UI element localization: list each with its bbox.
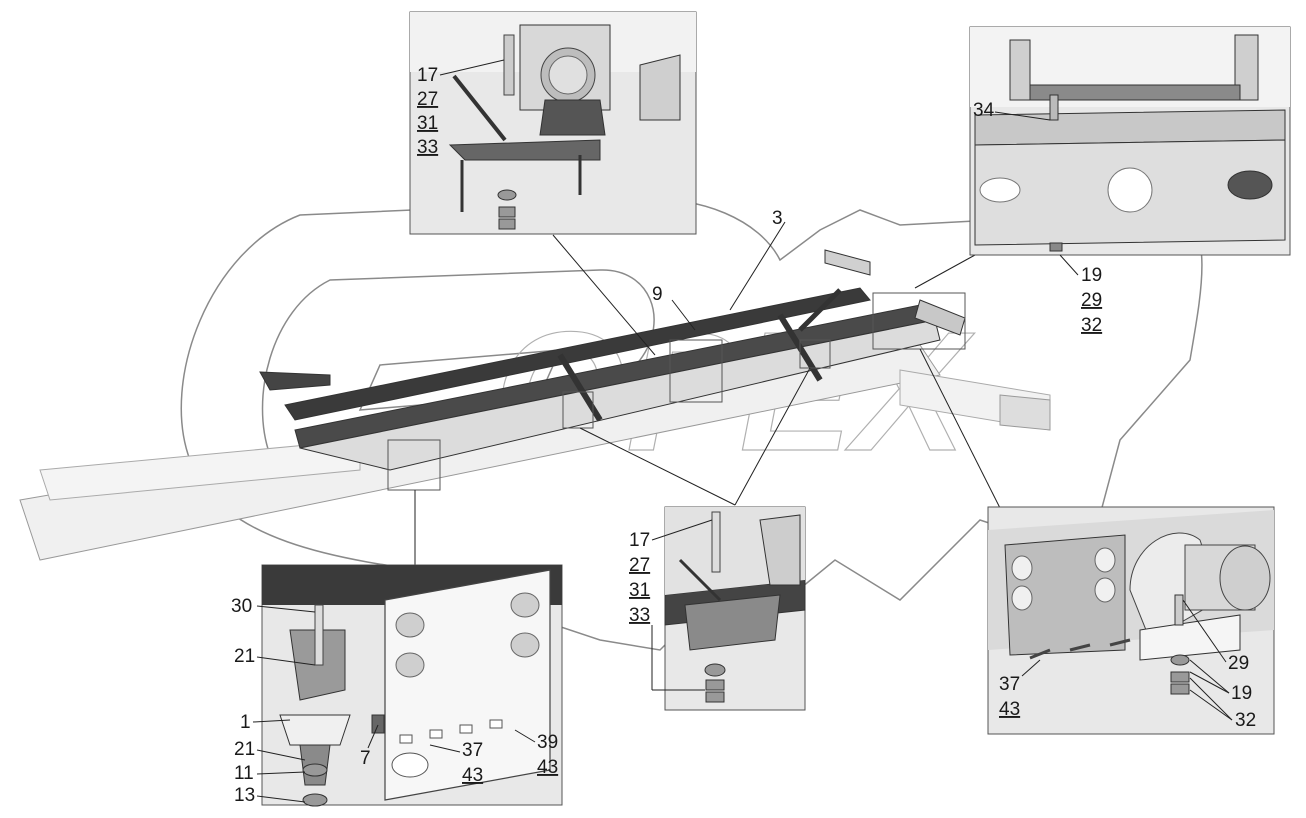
tr-label-34: 34: [973, 100, 995, 121]
bl-label-7: 7: [360, 748, 371, 769]
tr-label-29: 29: [1081, 290, 1102, 311]
bl-label-21b: 21: [234, 739, 255, 760]
bl-label-39: 39: [537, 732, 558, 753]
bc-label-27: 27: [629, 555, 650, 576]
detail-markers: [387, 292, 966, 491]
bl-label-43b: 43: [537, 757, 558, 778]
subframe-assembly: [259, 249, 966, 471]
tr-label-19: 19: [1081, 265, 1102, 286]
tl-label-17: 17: [417, 65, 438, 86]
bl-label-1: 1: [240, 712, 251, 733]
br-label-37: 37: [999, 674, 1020, 695]
chassis-underframe: [19, 344, 1051, 561]
bl-label-37: 37: [462, 740, 483, 761]
inset-bottom-right: [987, 506, 1275, 735]
br-label-19: 19: [1231, 683, 1252, 704]
bc-label-17: 17: [629, 530, 650, 551]
inset-top-right: [969, 26, 1291, 256]
bc-label-33: 33: [629, 605, 650, 626]
bc-label-31: 31: [629, 580, 650, 601]
bl-label-30: 30: [231, 596, 252, 617]
inset-top-left: [409, 11, 697, 235]
bl-label-11: 11: [234, 763, 254, 784]
br-label-32: 32: [1235, 710, 1256, 731]
tr-label-32: 32: [1081, 315, 1102, 336]
tl-label-27: 27: [417, 89, 438, 110]
br-label-43: 43: [999, 699, 1020, 720]
bl-label-21a: 21: [234, 646, 255, 667]
inset-bottom-center: [664, 506, 806, 711]
label-rail: 3: [772, 208, 783, 229]
bl-label-13: 13: [234, 785, 255, 806]
leader-lines: [414, 221, 1001, 565]
tl-label-33: 33: [417, 137, 438, 158]
bl-label-43a: 43: [462, 765, 483, 786]
br-label-29: 29: [1228, 653, 1249, 674]
label-cross-member: 9: [652, 284, 663, 305]
tl-label-31: 31: [417, 113, 438, 134]
inset-bottom-left: [261, 564, 563, 807]
